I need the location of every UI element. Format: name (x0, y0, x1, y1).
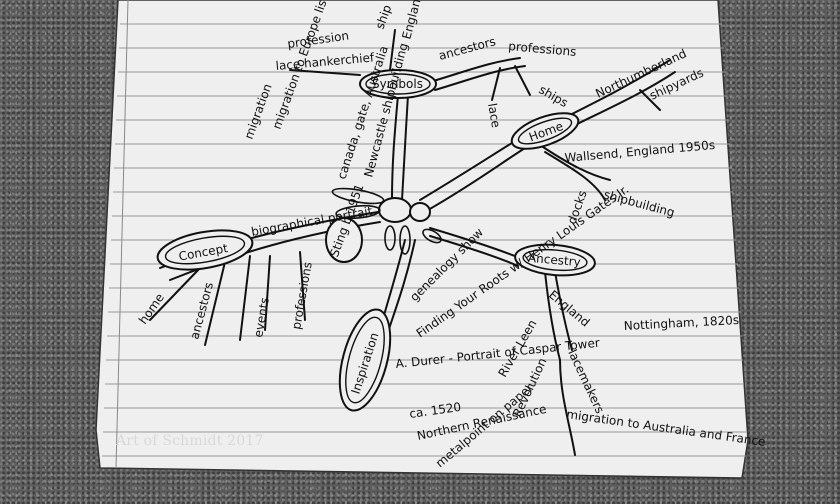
sting-node-oval (325, 217, 363, 263)
symbols-node-oval (359, 69, 437, 99)
branch-events: events (251, 296, 272, 338)
home-node-oval (510, 112, 580, 150)
watermark-text: Art of Schmidt 2017 (116, 433, 264, 449)
branch-nottingham: Nottingham, 1820s (623, 313, 739, 333)
concept-node-oval (156, 229, 254, 271)
symbols-label: Symbols (372, 77, 423, 91)
inspiration-node-oval (338, 308, 392, 412)
ancestry-label: Ancestry (527, 251, 581, 270)
branch-professions: professions (508, 39, 577, 59)
branch-lace: lace (485, 102, 503, 129)
ancestry-node-oval (514, 243, 596, 277)
